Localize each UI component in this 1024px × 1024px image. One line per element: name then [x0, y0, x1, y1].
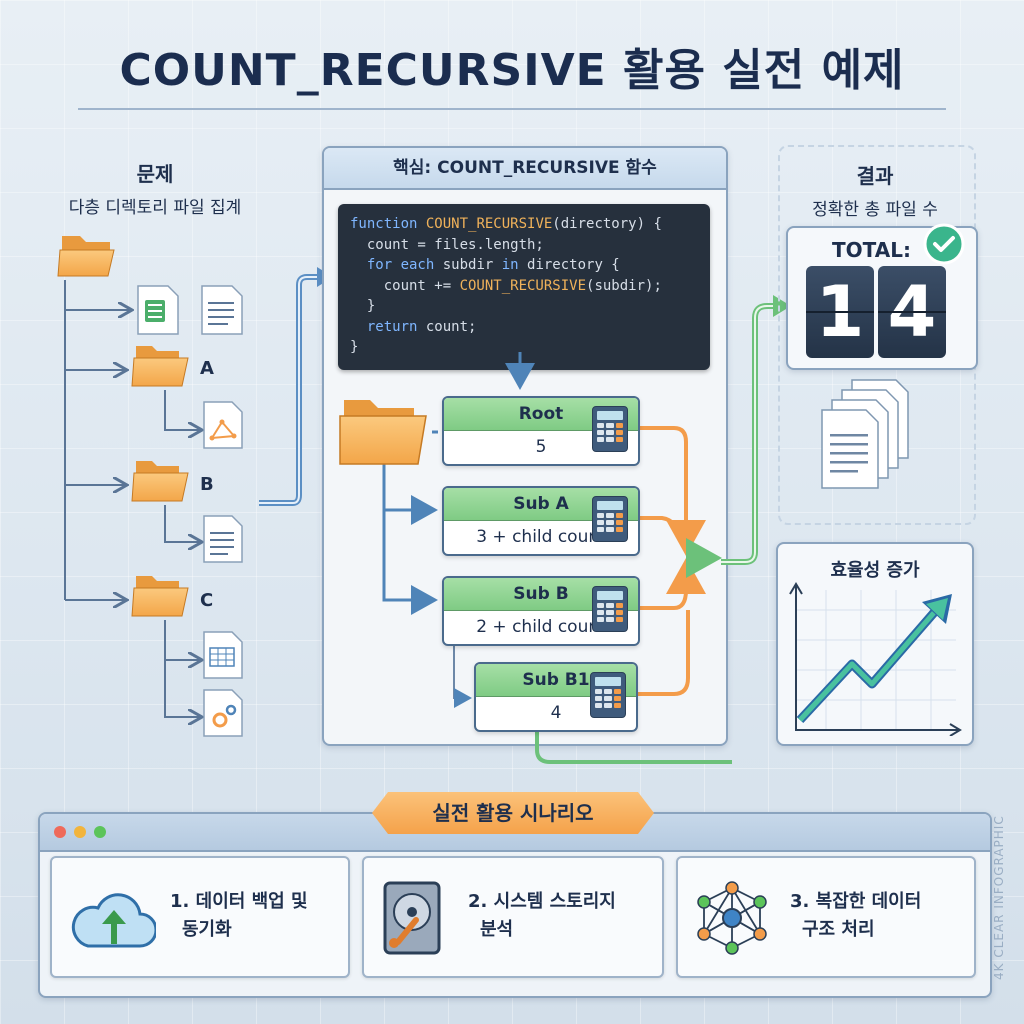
- result-header: 결과 정확한 총 파일 수: [778, 160, 972, 220]
- text-file-icon: [201, 285, 243, 335]
- node-sub-a-value: 3 + child count: [476, 527, 606, 547]
- folder-label-a: A: [200, 358, 214, 379]
- title-divider: [78, 108, 946, 110]
- cloud-upload-icon: [71, 893, 156, 948]
- code-line-7: }: [350, 339, 359, 355]
- scenario-card-backup: 1. 데이터 백업 및 동기화: [50, 856, 350, 978]
- window-close-dot: [54, 826, 66, 838]
- scenarios-banner: 실전 활용 시나리오: [372, 792, 654, 834]
- recursion-flow-lines: [382, 352, 732, 764]
- root-folder-icon: [57, 236, 115, 277]
- scenario-2-line2: 분석: [480, 919, 514, 940]
- node-root-value: 5: [535, 437, 547, 457]
- total-label: TOTAL:: [832, 238, 911, 262]
- page-title: COUNT_RECURSIVE 활용 실전 예제: [119, 45, 905, 96]
- document-file-icon: [203, 515, 243, 563]
- folder-c-icon: [131, 576, 189, 617]
- scenario-3-line1: 3. 복잡한 데이터: [790, 891, 922, 912]
- network-icon: [697, 881, 767, 955]
- total-counter: TOTAL: 1 4: [786, 226, 978, 370]
- code-line-6: return count;: [350, 318, 477, 335]
- code-block: function COUNT_RECURSIVE(directory) { co…: [338, 204, 710, 370]
- watermark: 4K CLEAR INFOGRAPHIC: [992, 815, 1006, 980]
- hard-drive-icon: [383, 881, 441, 955]
- scenario-1-text: 1. 데이터 백업 및 동기화: [170, 888, 308, 944]
- node-sub-b1-value: 4: [550, 703, 562, 723]
- calculator-icon: [590, 672, 626, 718]
- core-panel-heading: 핵심: COUNT_RECURSIVE 함수: [324, 148, 726, 190]
- problem-header: 문제 다층 디렉토리 파일 집계: [30, 158, 280, 218]
- code-line-1: function COUNT_RECURSIVE(directory) {: [350, 216, 662, 232]
- scenario-3-text: 3. 복잡한 데이터 구조 처리: [790, 888, 921, 944]
- scenario-3-line2: 구조 처리: [802, 919, 875, 940]
- total-digit: 1: [806, 266, 874, 358]
- scenario-2-text: 2. 시스템 스토리지 분석: [468, 888, 616, 944]
- folder-label-c: C: [200, 590, 214, 611]
- window-minimize-dot: [74, 826, 86, 838]
- calculator-icon: [592, 496, 628, 542]
- directory-folder-icon: [339, 400, 427, 465]
- check-icon: [923, 223, 965, 265]
- scenario-card-data-structure: 3. 복잡한 데이터 구조 처리: [676, 856, 976, 978]
- directory-tree: [57, 236, 243, 737]
- spreadsheet-file-icon: [137, 285, 179, 335]
- image-file-icon: [203, 401, 243, 449]
- folder-label-b: B: [200, 474, 214, 495]
- scenario-2-line1: 2. 시스템 스토리지: [468, 891, 616, 912]
- folder-b-icon: [131, 461, 189, 502]
- calculator-icon: [592, 406, 628, 452]
- scenario-1-line2: 동기화: [182, 919, 232, 940]
- efficiency-trend-icon: [789, 582, 962, 736]
- code-line-3: for each subdir in directory {: [350, 257, 620, 273]
- node-sub-b-value: 2 + child count: [476, 617, 606, 637]
- scenario-1-line1: 1. 데이터 백업 및: [170, 891, 308, 912]
- table-file-icon: [203, 631, 243, 679]
- window-maximize-dot: [94, 826, 106, 838]
- efficiency-label: 효율성 증가: [830, 560, 920, 581]
- core-to-result-arrow: [721, 295, 791, 565]
- scenario-card-storage: 2. 시스템 스토리지 분석: [362, 856, 664, 978]
- code-line-5: }: [350, 298, 376, 314]
- result-heading: 결과: [856, 164, 894, 188]
- total-digit: 4: [878, 266, 946, 358]
- result-subheading: 정확한 총 파일 수: [812, 200, 938, 220]
- config-file-icon: [203, 689, 243, 737]
- problem-heading: 문제: [136, 162, 174, 186]
- problem-subheading: 다층 디렉토리 파일 집계: [68, 198, 242, 218]
- calculator-icon: [592, 586, 628, 632]
- code-line-2: count = files.length;: [350, 236, 544, 253]
- code-line-4: count += COUNT_RECURSIVE(subdir);: [350, 277, 662, 294]
- folder-a-icon: [131, 346, 189, 387]
- document-stack-icon: [821, 379, 909, 489]
